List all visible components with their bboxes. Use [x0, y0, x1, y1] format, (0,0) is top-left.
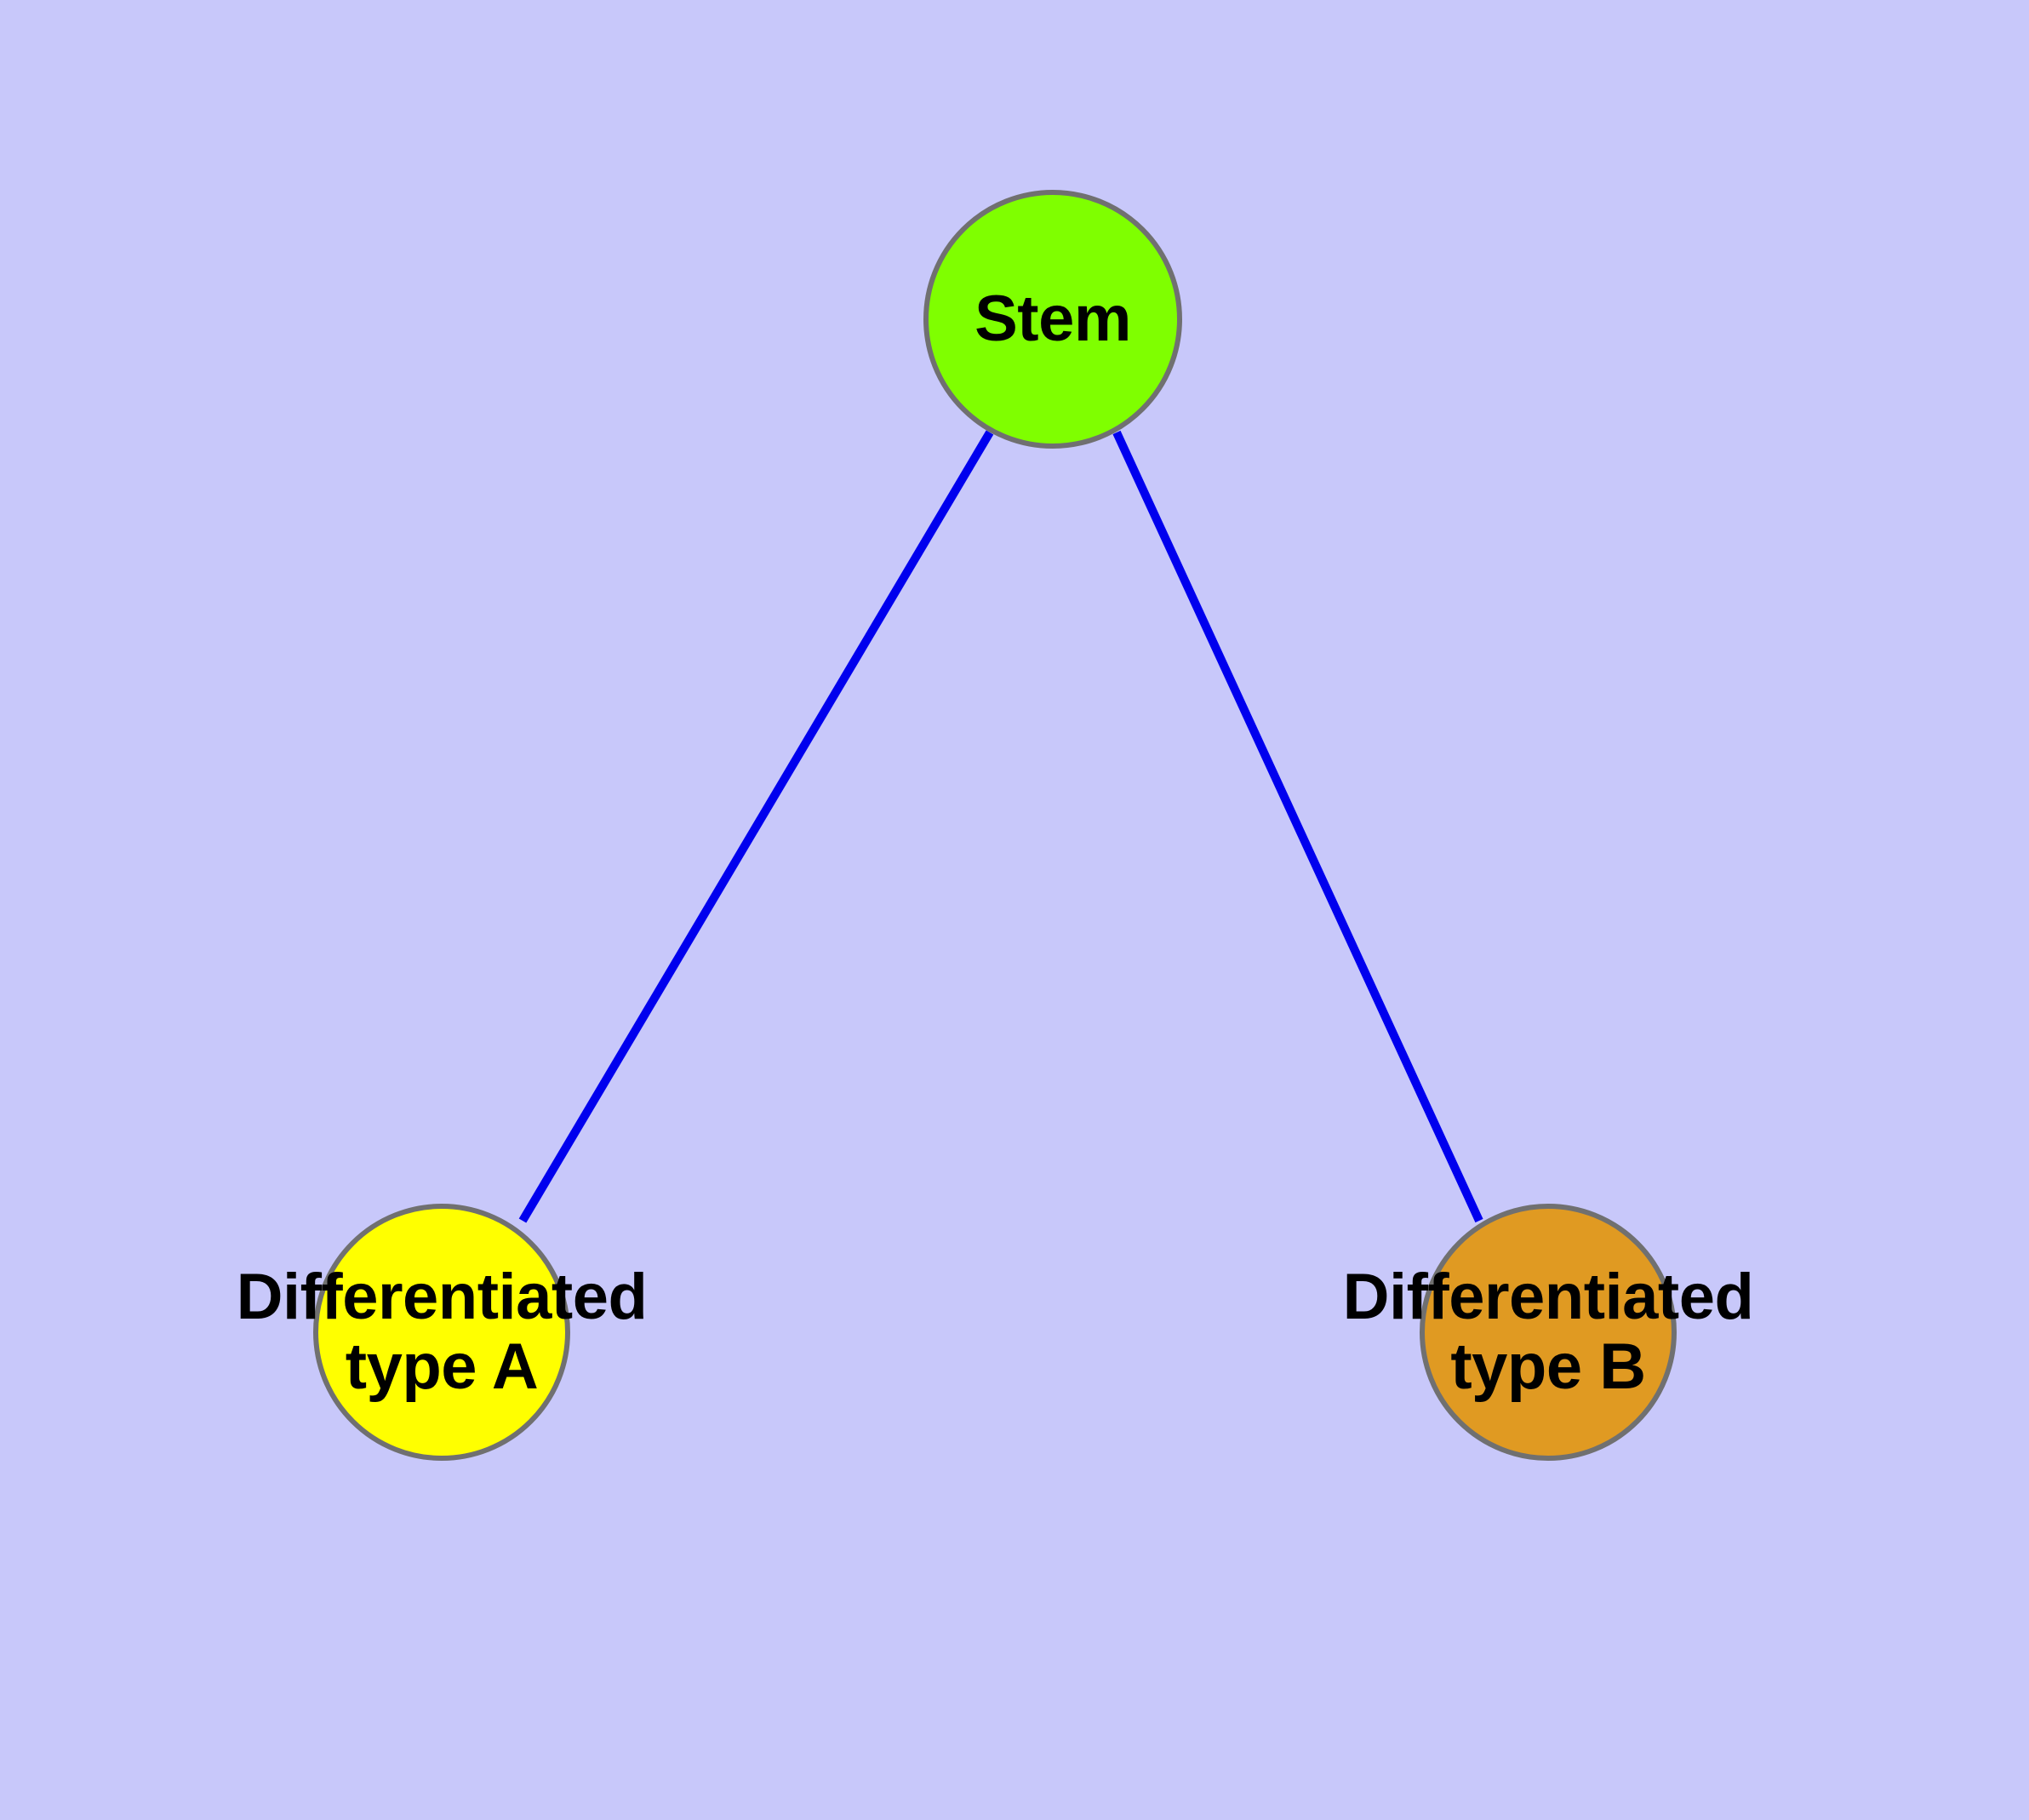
node-differentiated-type-b[interactable] — [1420, 1204, 1677, 1461]
node-differentiated-type-a[interactable] — [313, 1204, 570, 1461]
node-stem[interactable] — [923, 190, 1182, 449]
edge-stem-to-differentiated-type-a[interactable] — [518, 430, 994, 1223]
edge-stem-to-differentiated-type-b[interactable] — [1112, 430, 1483, 1223]
